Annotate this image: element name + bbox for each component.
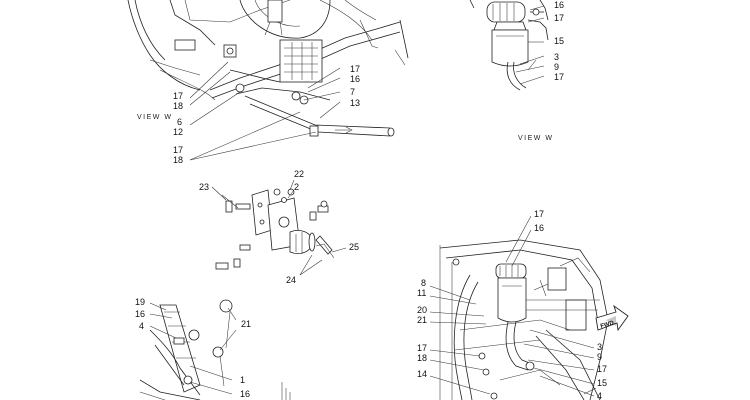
callout-15: 15 [597,378,607,388]
callout-17: 17 [554,72,564,82]
view-label: VIEW W [137,114,172,121]
callout-12: 12 [173,127,183,137]
callout-24: 24 [286,275,296,285]
callout-16: 16 [135,309,145,319]
callout-16: 16 [350,74,360,84]
top-left-assembly [127,0,409,137]
view-label: VIEW W [518,135,553,142]
callout-18: 18 [173,101,183,111]
callout-17: 17 [554,13,564,23]
forward-arrow-icon: FWD [595,304,629,332]
callout-13: 13 [350,98,360,108]
callout-4: 4 [139,321,144,331]
callout-22: 22 [294,169,304,179]
callout-6: 6 [177,117,182,127]
top-left-leaders [189,61,341,161]
top-right-leaders [515,5,545,85]
top-right-filter [469,0,549,91]
callout-17: 17 [534,209,544,219]
callout-25: 25 [349,242,359,252]
bottom-center-hatch [281,382,291,400]
callout-3: 3 [554,52,559,62]
callout-21: 21 [417,315,427,325]
callout-16: 16 [534,223,544,233]
callout-16: 16 [240,389,250,399]
callout-15: 15 [554,36,564,46]
callout-17: 17 [350,64,360,74]
middle-exploded-view [215,188,335,270]
callout-19: 19 [135,297,145,307]
callout-18: 18 [173,155,183,165]
callout-1: 1 [240,375,245,385]
callout-17: 17 [173,91,183,101]
callout-11: 11 [417,288,426,298]
callout-14: 14 [417,369,427,379]
callout-18: 18 [417,353,427,363]
callout-21: 21 [241,319,251,329]
callout-8: 8 [421,278,426,288]
callout-4: 4 [597,391,602,400]
bottom-left-leaders [149,302,237,395]
callout-9: 9 [597,352,602,362]
callout-16: 16 [554,0,564,10]
callout-3: 3 [597,342,602,352]
callout-23: 23 [199,182,209,192]
callout-9: 9 [554,62,559,72]
callout-17: 17 [173,145,183,155]
middle-leaders [211,179,347,276]
bottom-right-leaders [429,215,595,397]
callout-2: 2 [294,182,299,192]
bottom-left-bracket [139,299,233,400]
callout-17: 17 [417,343,427,353]
callout-7: 7 [350,87,355,97]
forward-label: FWD [600,320,615,330]
callout-17: 17 [597,364,607,374]
callout-20: 20 [417,305,427,315]
bottom-right-assembly [439,239,609,400]
